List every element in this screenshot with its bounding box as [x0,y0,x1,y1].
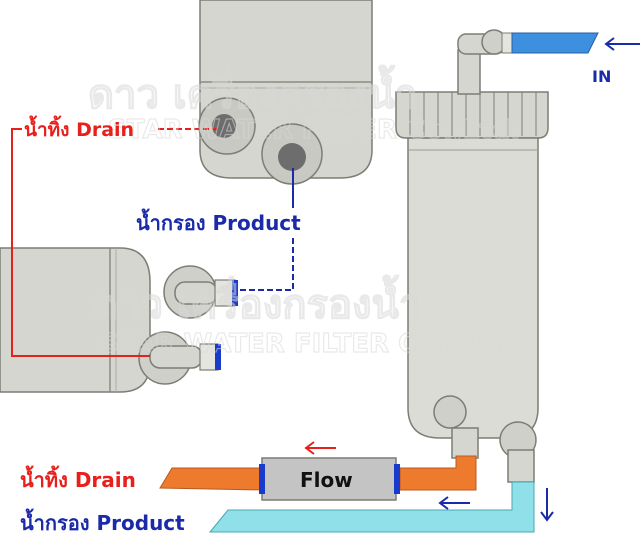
watermark-thai-middle: ดาว เครื่องกรองน้ำ [92,275,421,328]
watermark-english-middle: STAR WATER FILTER Co.,Ltd. [100,329,512,359]
upper-membrane-housing [198,0,373,185]
drain-flow-arrow-icon [304,441,336,455]
filter-housing [395,29,549,483]
product-label-top: น้ำกรอง Product [136,208,301,235]
product-tube [208,481,535,533]
down-arrow-icon [540,488,554,522]
in-arrow-icon [604,37,640,51]
product-label-bottom: น้ำกรอง Product [20,508,185,535]
drain-label-bottom: น้ำทิ้ง Drain [20,465,136,492]
flow-restrictor [259,457,400,501]
flow-label: Flow [300,468,353,492]
watermark-top: ดาว เครื่องกรองน้ำ STAR WATER FILTER Co.… [87,64,520,145]
watermark-middle: ดาว เครื่องกรองน้ำ STAR WATER FILTER Co.… [91,274,512,359]
in-label: IN [592,67,611,86]
watermark-thai-top: ดาว เครื่องกรองน้ำ [88,65,417,118]
drain-label-top: น้ำทิ้ง Drain [24,115,134,141]
drain-tube [159,467,265,491]
drain-tube-return [399,455,477,491]
in-tube [511,32,599,54]
watermark-english-top: STAR WATER FILTER Co.,Ltd. [108,115,520,145]
drain-line [11,128,150,357]
product-flow-arrow-icon [438,496,470,510]
